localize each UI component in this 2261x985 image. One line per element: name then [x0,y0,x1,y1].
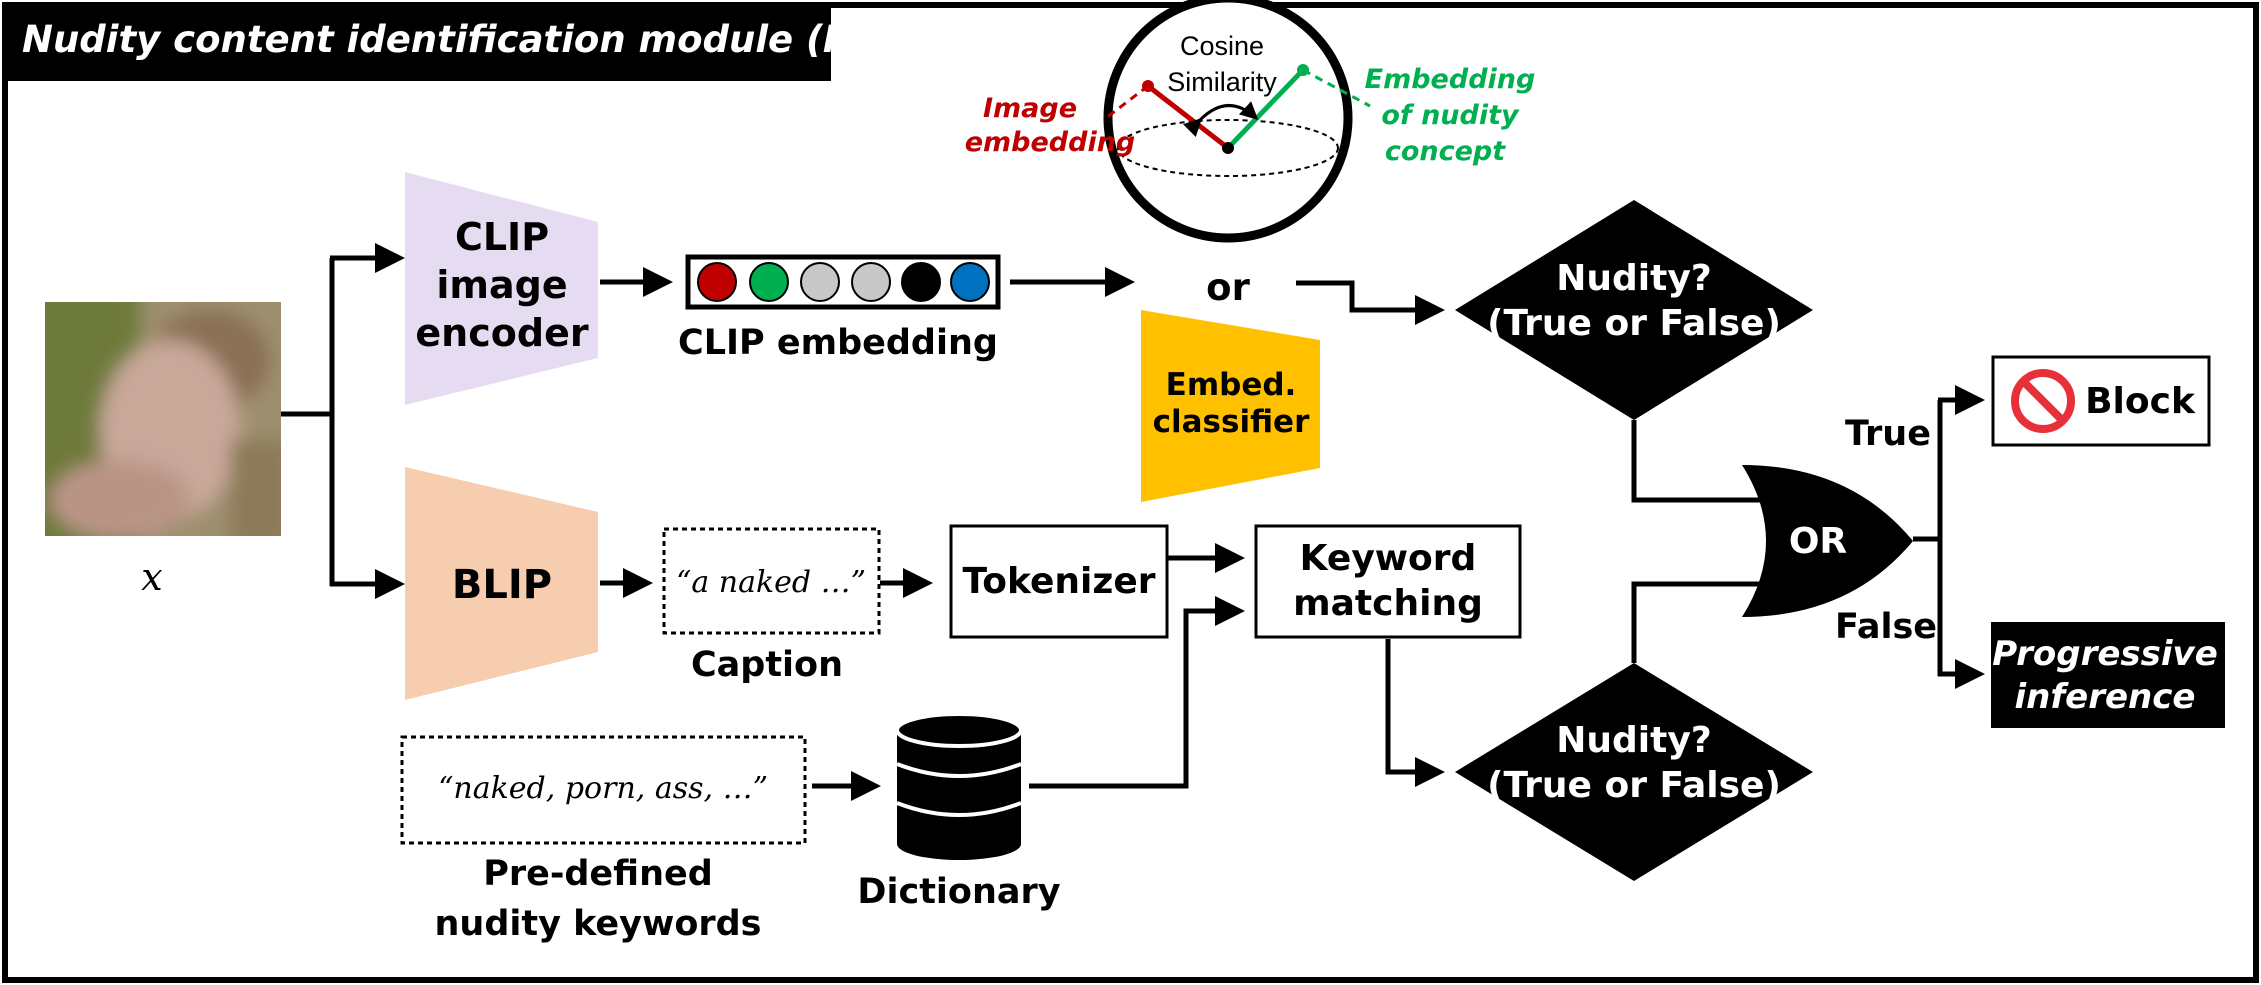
clip-embedding-label: CLIP embedding [678,323,998,363]
or-gate: OR [1742,465,1913,617]
cosine-title-2: Similarity [1167,67,1277,97]
nudity-embedding-label-3: concept [1385,136,1506,167]
keywords-text: “naked, porn, ass, …” [438,771,768,806]
clip-label-1: CLIP [455,215,549,259]
decision-top: Nudity? (True or False) [1455,200,1813,420]
progressive-label-1: Progressive [1992,634,2218,674]
clip-label-3: encoder [415,311,588,355]
module-title: Nudity content identification module (NC… [22,18,949,61]
embedding-dot-5 [901,262,941,302]
clip-encoder-shape [405,172,598,405]
arrow-dictionary-to-matching [1029,596,1245,789]
keyword-matching-label-2: matching [1293,583,1483,624]
arrow-or-to-decision-top [1296,280,1445,325]
embed-classifier-label-1: Embed. [1166,367,1297,403]
blip-label: BLIP [452,562,552,608]
false-label: False [1835,607,1937,647]
embedding-dot-3 [800,262,840,302]
keywords-label-2: nudity keywords [434,904,761,944]
keyword-matching-label-1: Keyword [1300,538,1477,579]
image-embedding-label-1: Image [983,93,1077,124]
embedding-dot-2 [749,262,789,302]
decision-bottom-line-2: (True or False) [1487,765,1781,806]
title-bar: Nudity content identification module (NC… [5,5,949,81]
nudity-embedding-label-1: Embedding [1365,64,1536,95]
caption-box: “a naked …” [662,527,881,635]
arrow-matching-to-decision-bottom [1385,639,1445,787]
decision-bottom: Nudity? (True or False) [1455,663,1813,881]
block-output: Block [1991,355,2211,447]
line-decision-bottom-to-or [1631,581,1760,663]
block-label: Block [2085,381,2196,422]
keywords-label-1: Pre-defined [483,854,713,894]
or-text: or [1206,266,1250,309]
keyword-matching-box: Keyword matching [1254,524,1522,639]
dictionary-label: Dictionary [857,872,1060,912]
keywords-box: “naked, porn, ass, …” [400,735,807,845]
tokenizer-box: Tokenizer [949,524,1169,639]
progressive-inference-output: Progressive inference [1991,622,2225,728]
input-label: x [141,555,162,599]
clip-embedding-vector [685,254,1001,310]
nudity-embedding-label-2: of nudity [1381,100,1520,131]
line-decision-top-to-or [1631,420,1760,503]
blip-model: BLIP [405,467,598,700]
cosine-title-1: Cosine [1180,31,1264,61]
decision-top-line-1: Nudity? [1556,258,1711,299]
clip-label-2: image [436,263,567,307]
clip-image-encoder: CLIP image encoder [405,172,598,405]
embed-classifier-label-2: classifier [1153,404,1310,440]
decision-top-line-2: (True or False) [1487,303,1781,344]
decision-bottom-line-1: Nudity? [1556,720,1711,761]
true-label: True [1845,414,1931,454]
embedding-dot-1 [697,262,737,302]
image-embedding-label-2: embedding [965,127,1136,158]
progressive-label-2: inference [2015,677,2196,717]
image-branch-lines [281,243,405,599]
tokenizer-label: Tokenizer [963,561,1156,602]
or-gate-label: OR [1789,521,1847,562]
embed-classifier: Embed. classifier [1141,310,1320,502]
prohibited-icon [2011,369,2075,433]
caption-label: Caption [691,645,843,685]
embedding-dot-4 [851,262,891,302]
input-image [45,302,281,536]
cosine-similarity-sphere [1103,0,1371,243]
dictionary-database-icon [895,712,1023,860]
caption-text: “a naked …” [676,565,866,600]
embedding-dot-6 [950,262,990,302]
